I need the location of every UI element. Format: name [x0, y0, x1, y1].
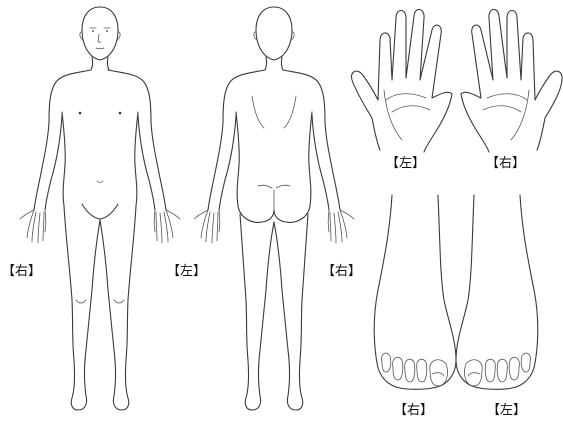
front-body-figure: [20, 7, 180, 410]
back-hand-right: [328, 210, 354, 243]
hand-left-text: 【左】: [386, 156, 425, 172]
palm-right-figure: [461, 9, 562, 152]
foot-left-toes: [464, 353, 530, 386]
front-right-label: 【右】: [2, 264, 41, 280]
back-body-figure: [194, 7, 354, 410]
back-legs: [240, 214, 274, 410]
back-head: [256, 7, 292, 60]
foot-right-outline: [374, 195, 456, 389]
back-torso-outline: [208, 70, 265, 210]
palm-left-outline: [352, 9, 452, 152]
front-torso-left-outline: [34, 70, 91, 210]
palm-right-outline: [461, 9, 562, 152]
back-right-label: 【右】: [322, 264, 361, 280]
foot-left-outline: [456, 195, 538, 389]
foot-right-label: 【右】: [394, 403, 433, 419]
back-scapula: [252, 96, 264, 128]
front-nipple-left: [119, 112, 122, 115]
hand-right-text: 【右】: [486, 156, 525, 172]
front-hand-left: [154, 210, 180, 243]
front-navel: [97, 181, 103, 183]
foot-right-figure: [374, 195, 456, 389]
foot-right-toes: [382, 353, 448, 386]
back-hand-left: [194, 210, 220, 243]
foot-left-figure: [456, 195, 538, 389]
front-head: [82, 7, 118, 60]
front-legs: [64, 206, 100, 410]
palm-left-figure: [352, 9, 452, 152]
front-nipple-right: [79, 112, 82, 115]
front-hand-right: [20, 210, 46, 243]
foot-left-label: 【左】: [487, 403, 526, 419]
front-left-label: 【左】: [167, 264, 206, 280]
